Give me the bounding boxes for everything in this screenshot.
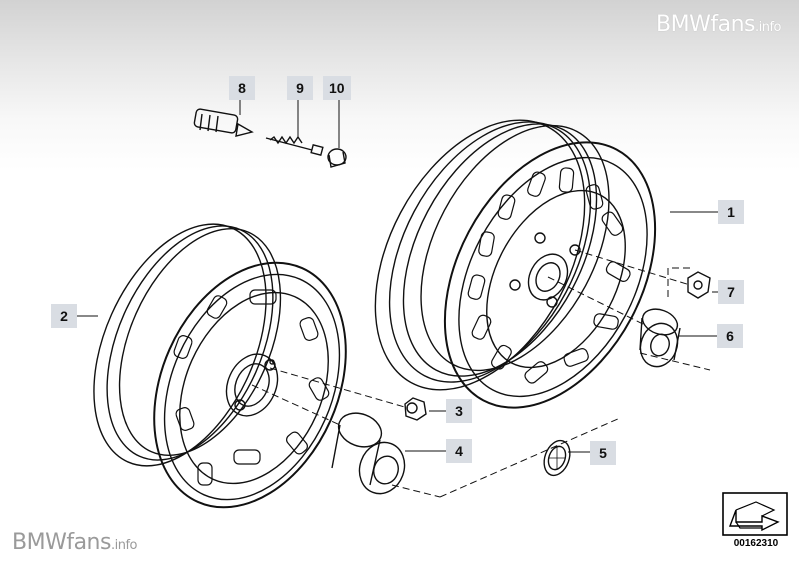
- callout-2[interactable]: 2: [51, 304, 77, 328]
- diagram-number: 00162310: [733, 538, 779, 549]
- lug-nut-3-drawing: [404, 397, 427, 421]
- forward-arrow-icon: [722, 492, 788, 536]
- wheel-2-drawing: [93, 223, 347, 509]
- watermark-bottom-suffix: .info: [110, 538, 138, 553]
- nut-7-drawing: [687, 271, 711, 299]
- callout-8[interactable]: 8: [229, 76, 255, 100]
- callout-6[interactable]: 6: [717, 324, 743, 348]
- valve-cap-10-drawing: [327, 148, 347, 168]
- callout-10[interactable]: 10: [323, 76, 351, 100]
- callout-9[interactable]: 9: [287, 76, 313, 100]
- emblem-5-drawing: [543, 439, 571, 477]
- callout-7[interactable]: 7: [718, 280, 744, 304]
- valve-part-8-drawing: [193, 108, 254, 137]
- callout-3[interactable]: 3: [446, 399, 472, 423]
- watermark-bottom-brand: BMWfans: [12, 530, 111, 555]
- watermark-top-brand: BMWfans: [656, 12, 755, 37]
- callout-1[interactable]: 1: [718, 200, 744, 224]
- watermark-top-suffix: .info: [754, 20, 782, 35]
- watermark-bottom: BMWfans.info: [12, 530, 137, 555]
- callout-4[interactable]: 4: [446, 439, 472, 463]
- hub-cap-4-drawing: [331, 412, 406, 495]
- watermark-top: BMWfans.info: [656, 12, 781, 37]
- valve-part-9-drawing: [265, 135, 324, 157]
- wheel-1-drawing: [374, 119, 657, 409]
- callout-5[interactable]: 5: [590, 441, 616, 465]
